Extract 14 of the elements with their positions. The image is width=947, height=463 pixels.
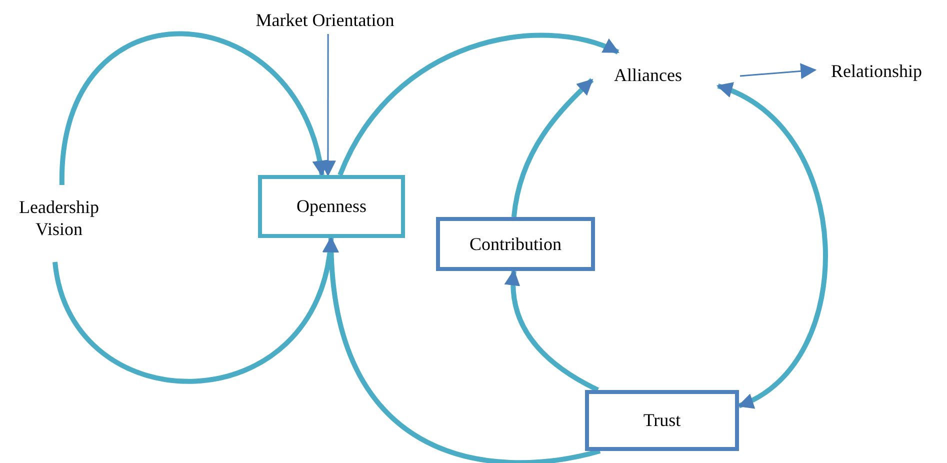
- arrow: [52, 236, 337, 384]
- arrow: [716, 84, 828, 408]
- arrow: [740, 63, 817, 80]
- text-label: Alliances: [614, 64, 682, 86]
- process-box: Trust: [585, 390, 739, 451]
- text-label: Relationship: [831, 60, 922, 82]
- text-label: Market Orientation: [256, 8, 394, 32]
- text-label: Leadership Vision: [18, 196, 100, 240]
- process-box: Contribution: [436, 217, 595, 271]
- arrow: [511, 78, 594, 218]
- arrow: [338, 32, 620, 176]
- arrow: [504, 269, 600, 392]
- arrow: [59, 31, 326, 186]
- process-box: Openness: [258, 175, 405, 238]
